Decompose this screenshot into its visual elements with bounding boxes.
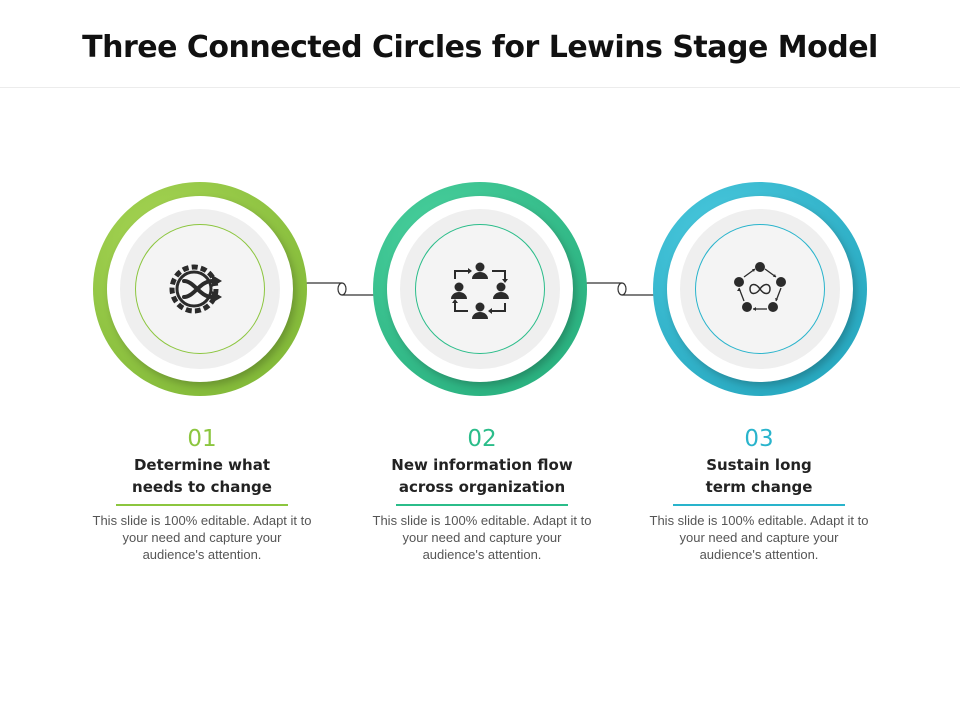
desc-line3: audience's attention.: [142, 547, 262, 562]
inner-ring: [415, 224, 545, 354]
step-heading-line1: Determine what: [133, 456, 271, 474]
gear-shuffle-icon: [169, 264, 222, 314]
step-number: 02: [467, 426, 497, 452]
connector-1-2: [299, 282, 382, 296]
stage-circle-1: [93, 182, 307, 396]
step-underline: [396, 504, 568, 506]
title-divider: [0, 87, 960, 88]
step-1: 01 Determine what needs to change This s…: [82, 424, 322, 563]
infinity-cycle-icon: [734, 262, 786, 312]
step-description: This slide is 100% editable. Adapt it to…: [639, 512, 879, 563]
desc-line3: audience's attention.: [422, 547, 542, 562]
step-description: This slide is 100% editable. Adapt it to…: [362, 512, 602, 563]
desc-line1: This slide is 100% editable. Adapt it to: [649, 513, 869, 528]
step-number: 01: [187, 426, 217, 452]
step-heading-line2: needs to change: [132, 478, 272, 496]
step-underline: [116, 504, 288, 506]
connector-2-3: [579, 282, 662, 296]
desc-line2: your need and capture your: [402, 530, 562, 545]
desc-line2: your need and capture your: [679, 530, 839, 545]
stage-circle-2: [373, 182, 587, 396]
page-title: Three Connected Circles for Lewins Stage…: [82, 30, 878, 65]
step-heading-line2: term change: [705, 478, 813, 496]
stage-circle-3: [653, 182, 867, 396]
step-2: 02 New information flow across organizat…: [362, 424, 602, 563]
step-number: 03: [744, 426, 774, 452]
step-description: This slide is 100% editable. Adapt it to…: [82, 512, 322, 563]
step-underline: [673, 504, 845, 506]
step-heading-line1: Sustain long: [706, 456, 812, 474]
desc-line2: your need and capture your: [122, 530, 282, 545]
step-heading-line2: across organization: [398, 478, 566, 496]
step-heading-line1: New information flow: [391, 456, 573, 474]
desc-line1: This slide is 100% editable. Adapt it to: [92, 513, 312, 528]
desc-line1: This slide is 100% editable. Adapt it to: [372, 513, 592, 528]
step-3: 03 Sustain long term change This slide i…: [639, 424, 879, 563]
people-cycle-icon: [451, 262, 509, 319]
desc-line3: audience's attention.: [699, 547, 819, 562]
